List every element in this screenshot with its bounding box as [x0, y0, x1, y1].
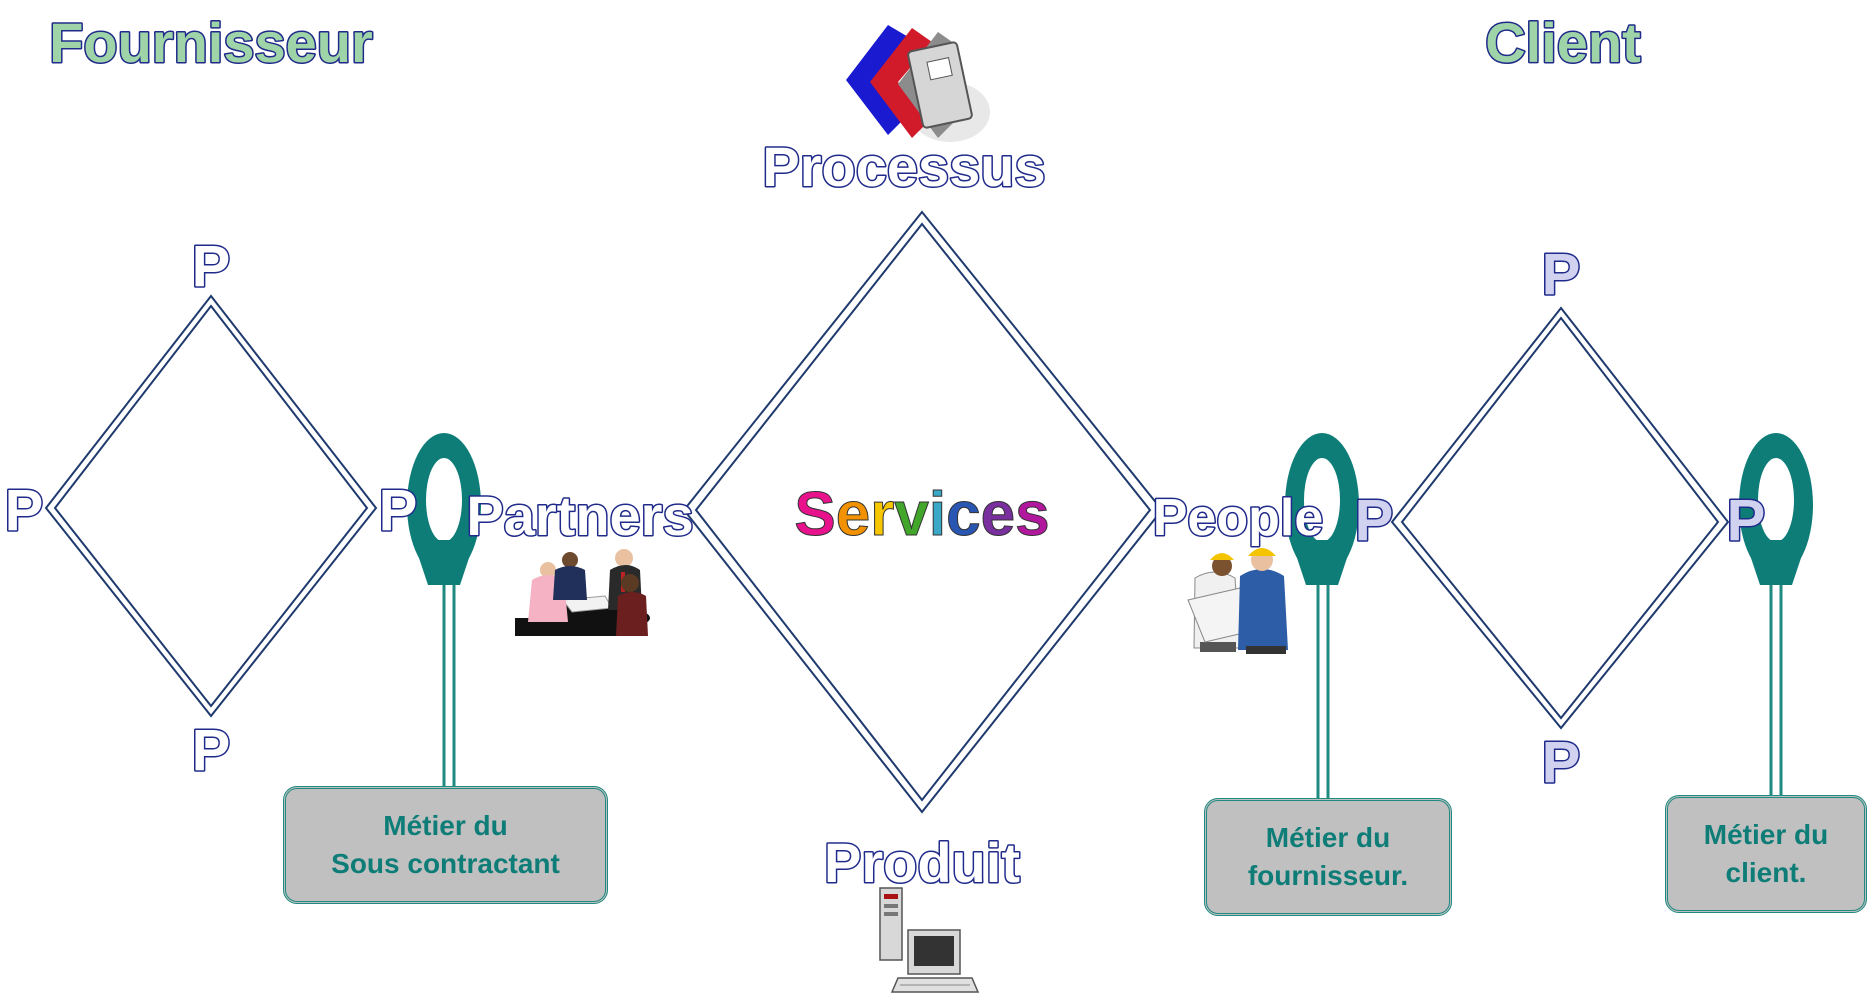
- subcontractor-job-box: Métier du Sous contractant: [283, 786, 608, 904]
- people-label: People: [1153, 489, 1324, 547]
- computer-icon: [879, 887, 980, 993]
- book-stack-icon: [846, 25, 990, 142]
- engineers-icon: [1187, 548, 1288, 654]
- p-label-client-right: P: [1727, 488, 1766, 553]
- services-letter: c: [946, 480, 980, 549]
- q-icon-supplier: [1285, 433, 1359, 585]
- services-diamond: [682, 210, 1164, 814]
- client-box-line1: Métier du: [1703, 819, 1829, 850]
- q-icon-subcontractor: [407, 433, 481, 585]
- subcontractor-box-line2: Sous contractant: [331, 848, 560, 879]
- subcontractor-post: [442, 585, 456, 790]
- supplier-post: [1316, 585, 1330, 800]
- p-label-client-top: P: [1542, 242, 1581, 307]
- services-label: Services: [794, 480, 1049, 549]
- process-title: Processus: [762, 135, 1045, 198]
- services-letter: e: [981, 480, 1015, 549]
- supplier-title: Fournisseur: [49, 11, 373, 74]
- supplier-box-line2: fournisseur.: [1247, 860, 1409, 891]
- p-label-supplier-top: P: [192, 234, 231, 299]
- services-letter: i: [929, 480, 946, 549]
- services-letter: s: [1015, 480, 1049, 549]
- q-icon-client: [1739, 433, 1813, 585]
- p-label-supplier-right: P: [379, 478, 418, 543]
- subcontractor-box-line1: Métier du: [383, 810, 508, 841]
- client-diamond: [1390, 306, 1730, 730]
- supplier-job-box: Métier du fournisseur.: [1204, 798, 1452, 916]
- client-title: Client: [1485, 11, 1641, 74]
- p-label-client-bottom: P: [1542, 730, 1581, 795]
- supplier-diamond: [44, 294, 378, 718]
- client-box-line2: client.: [1725, 857, 1807, 888]
- services-letter: v: [894, 480, 929, 549]
- partners-label: Partners: [466, 484, 693, 547]
- product-title: Produit: [824, 831, 1020, 894]
- p-label-supplier-left: P: [5, 478, 44, 543]
- supplier-box-line1: Métier du: [1265, 822, 1391, 853]
- meeting-people-icon: [515, 549, 650, 636]
- p-label-client-left: P: [1355, 488, 1394, 553]
- p-label-supplier-bottom: P: [192, 718, 231, 783]
- services-letter: r: [870, 480, 894, 549]
- services-letter: e: [836, 480, 870, 549]
- client-job-box: Métier du client.: [1665, 795, 1867, 913]
- client-post: [1769, 585, 1783, 800]
- services-letter: S: [794, 480, 835, 549]
